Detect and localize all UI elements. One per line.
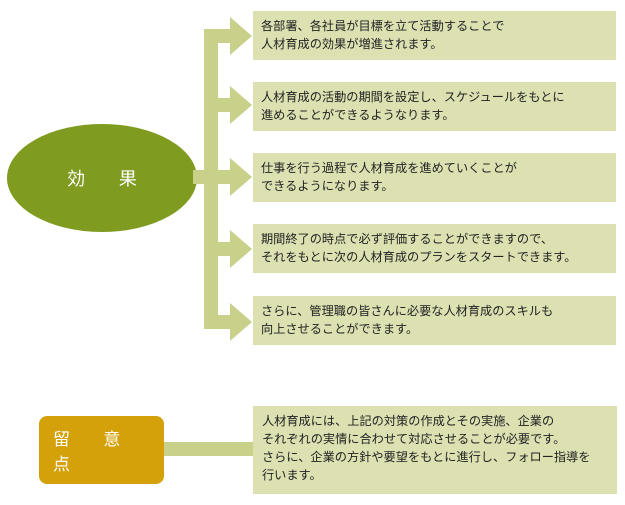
branch-line-1: [204, 29, 234, 43]
effect-item-5-line2: 向上させることができます。: [261, 322, 419, 336]
branch-arrowhead-4: [230, 230, 252, 268]
branch-line-4: [204, 242, 234, 256]
effect-item-1-line1: 各部署、各社員が目標を立て活動することで: [261, 19, 505, 33]
note-line-4: 行います。: [262, 468, 322, 482]
effect-item-4-line1: 期間終了の時点で必ず評価することができますので、: [261, 232, 554, 246]
branch-arrowhead-5: [230, 303, 252, 341]
effect-item-4: 期間終了の時点で必ず評価することができますので、 それをもとに次の人材育成のプラ…: [253, 224, 616, 273]
effect-item-3-line2: できるようになります。: [261, 179, 394, 193]
effect-item-2-line2: 進めることができるようなります。: [261, 108, 455, 122]
effect-item-5-line1: さらに、管理職の皆さんに必要な人材育成のスキルも: [261, 304, 554, 318]
effect-ellipse: 効 果: [7, 124, 197, 232]
note-title: 留 意 点: [53, 430, 135, 475]
effect-title: 効 果: [67, 169, 151, 190]
effect-item-2: 人材育成の活動の期間を設定し、スケジュールをもとに 進めることができるようなりま…: [253, 82, 616, 131]
branch-line-5: [204, 315, 234, 329]
branch-line-3: [204, 170, 234, 184]
effect-item-5: さらに、管理職の皆さんに必要な人材育成のスキルも 向上させることができます。: [253, 296, 616, 345]
branch-arrowhead-3: [230, 158, 252, 196]
note-line-2: それぞれの実情に合わせて対応させることが必要です。: [262, 432, 566, 446]
note-line-1: 人材育成には、上記の対策の作成とその実施、企業の: [262, 414, 555, 428]
effect-item-3-line1: 仕事を行う過程で人材育成を進めていくことが: [261, 161, 517, 175]
effect-item-1: 各部署、各社員が目標を立て活動することで 人材育成の効果が増進されます。: [253, 11, 616, 60]
effect-item-2-line1: 人材育成の活動の期間を設定し、スケジュールをもとに: [261, 90, 565, 104]
effect-item-1-line2: 人材育成の効果が増進されます。: [261, 37, 443, 51]
branch-arrowhead-2: [230, 86, 252, 124]
note-box: 留 意 点: [39, 416, 164, 484]
note-connector: [164, 442, 253, 456]
note-line-3: さらに、企業の方針や要望をもとに進行し、フォロー指導を: [262, 450, 591, 464]
branch-arrowhead-1: [230, 17, 252, 55]
note-text-box: 人材育成には、上記の対策の作成とその実施、企業の それぞれの実情に合わせて対応さ…: [253, 406, 617, 494]
branch-line-2: [204, 98, 234, 112]
effect-item-4-line2: それをもとに次の人材育成のプランをスタートできます。: [261, 250, 577, 264]
effect-item-3: 仕事を行う過程で人材育成を進めていくことが できるようになります。: [253, 153, 616, 202]
